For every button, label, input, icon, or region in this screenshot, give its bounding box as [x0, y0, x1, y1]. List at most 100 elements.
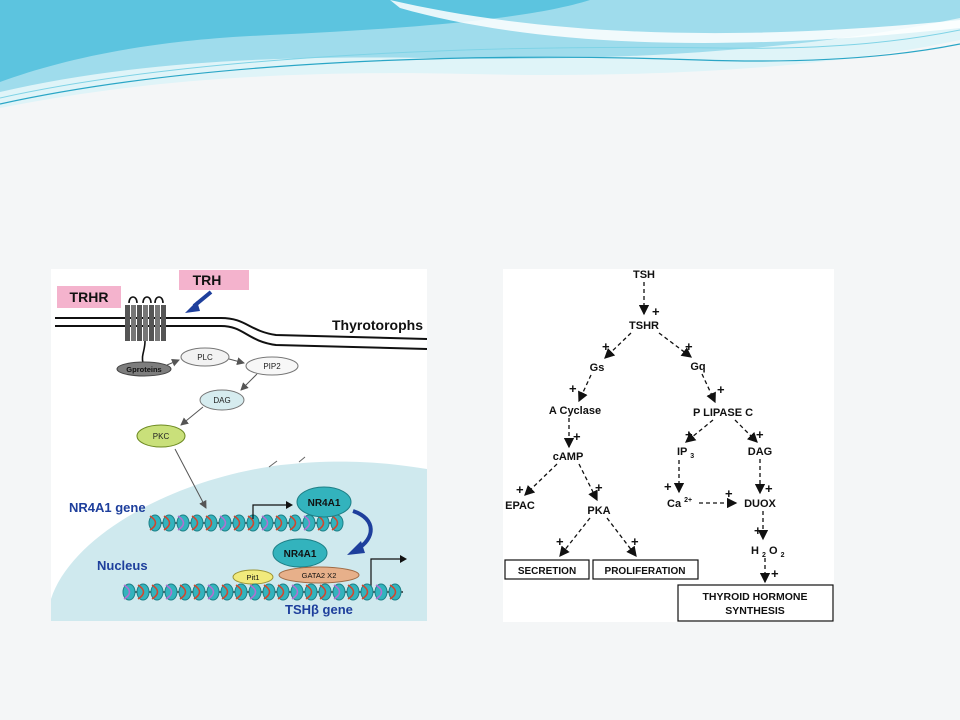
edge-plipase-dag — [734, 419, 758, 443]
pkc-label: PKC — [153, 432, 170, 441]
wave-line-1 — [0, 43, 960, 105]
arrow-gprot-plc — [166, 359, 180, 367]
plus-gq-plipase: + — [717, 382, 725, 397]
dna-wrap — [191, 515, 199, 531]
plus-ca-duox: + — [725, 486, 733, 501]
nucleus-tick-2 — [298, 456, 306, 463]
plus-ip3-ca: + — [664, 479, 672, 494]
trh-binding-arrowhead — [185, 301, 200, 313]
gproteins-label: Gproteins — [126, 365, 161, 374]
plc-node — [180, 347, 230, 367]
dag-label: DAG — [213, 396, 230, 405]
tshb-gene-label: TSHβ gene — [285, 602, 353, 617]
plus-pka-secretion: + — [556, 534, 564, 549]
p-lipase-c-node: P LIPASE C — [693, 407, 753, 419]
proliferation-label: PROLIFERATION — [605, 566, 686, 577]
edge-gs-acyclase — [578, 374, 592, 403]
nr4a1-bottom-label: NR4A1 — [284, 549, 317, 560]
plus-tshr-gs: + — [602, 339, 610, 354]
dna-wrap — [331, 515, 339, 531]
camp-node: cAMP — [553, 451, 584, 463]
pkc-node — [136, 424, 186, 448]
wave-white-streak — [390, 0, 960, 43]
dna-wrap — [303, 515, 311, 531]
dna-wrap — [261, 515, 269, 531]
edge-tshr-gs — [604, 332, 632, 359]
gata2-factor — [278, 566, 360, 584]
h2o2-sub-2: 2 — [781, 552, 785, 559]
ca-node: Ca 2+ — [667, 497, 692, 510]
plus-plipase-dag: + — [756, 427, 764, 442]
dna-wrap — [193, 584, 201, 600]
dna-wrap — [233, 515, 241, 531]
plus-gs-acyclase: + — [569, 381, 577, 396]
plus-duox-h2o2: + — [754, 523, 762, 538]
nr4a1-protein-top — [296, 486, 352, 518]
dna-wrap — [165, 584, 173, 600]
ca-label: Ca — [667, 498, 682, 510]
dna-wrap — [247, 515, 255, 531]
edge-gq-plipase — [701, 373, 716, 404]
dna-wrap — [137, 584, 145, 600]
arrow-pip2-dag — [240, 373, 258, 391]
epac-node: EPAC — [505, 500, 535, 512]
h2o2-h: H — [751, 545, 759, 557]
ip3-subscript: 3 — [690, 453, 694, 460]
plus-tshr-gq: + — [685, 339, 693, 354]
trhr-label-box — [57, 286, 121, 308]
tsh-flowchart-svg: TSH TSHR Gs Gq A Cyclase P LIPASE C cAMP… — [504, 269, 834, 622]
gq-node: Gq — [690, 361, 705, 373]
dag-node: DAG — [748, 446, 772, 458]
dna-wrap — [205, 515, 213, 531]
trhr-label: TRHR — [70, 289, 109, 305]
plus-camp-pka: + — [595, 480, 603, 495]
ip3-label: IP — [677, 446, 687, 458]
gata2-label: GATA2 X2 — [302, 571, 337, 580]
nr4a1-top-label: NR4A1 — [308, 498, 341, 509]
dna-wrap — [319, 584, 327, 600]
tsh-node: TSH — [633, 269, 655, 281]
plc-label: PLC — [197, 353, 213, 362]
tshr-node: TSHR — [629, 320, 659, 332]
dna-wrap — [291, 584, 299, 600]
dna-wrap — [333, 584, 341, 600]
tshb-promoter-arrow — [370, 558, 403, 587]
nr4a1-promoter-arrowhead — [286, 501, 293, 509]
dna-wrap — [235, 584, 243, 600]
plus-dag-duox: + — [765, 481, 773, 496]
dag-node — [199, 389, 245, 411]
h2o2-node: H 2 O 2 — [751, 545, 785, 560]
a-cyclase-node: A Cyclase — [549, 405, 601, 417]
secretion-box — [504, 559, 590, 580]
plus-tsh-tshr: + — [652, 304, 660, 319]
nr4a1-feedback-arrowhead — [347, 541, 365, 555]
plus-pka-proliferation: + — [631, 534, 639, 549]
dna-wrap — [375, 584, 383, 600]
arrow-dag-pkc — [180, 406, 204, 426]
pit1-label: Pit1 — [247, 573, 260, 582]
dna-wrap — [207, 584, 215, 600]
secretion-label: SECRETION — [518, 566, 576, 577]
trh-signaling-svg: TRHR TRH Thyrotorophs Gproteins PLC — [51, 270, 428, 621]
edge-camp-epac — [524, 463, 558, 496]
arrow-pkc-nucleus — [174, 448, 207, 509]
membrane-upper — [55, 317, 428, 340]
pip2-node — [245, 356, 299, 376]
thyroid-synthesis-line2: SYNTHESIS — [725, 605, 785, 617]
trhr-receptor-icon — [125, 296, 166, 364]
arrow-plc-pip2 — [228, 357, 245, 366]
thyroid-synthesis-box — [677, 584, 834, 622]
dna-wrap — [221, 584, 229, 600]
dna-wrap — [347, 584, 355, 600]
plus-plipase-ip3: + — [685, 427, 693, 442]
nr4a1-promoter-arrow — [252, 504, 289, 519]
trh-label-box — [179, 270, 249, 290]
duox-node: DUOX — [744, 498, 776, 510]
tshb-promoter-arrowhead — [400, 555, 407, 563]
membrane-lower — [55, 325, 428, 350]
tsh-signaling-flowchart: TSH TSHR Gs Gq A Cyclase P LIPASE C cAMP… — [503, 269, 834, 622]
wave-line-2 — [0, 29, 960, 99]
wave-front — [0, 0, 590, 82]
dna-wrap — [289, 515, 297, 531]
